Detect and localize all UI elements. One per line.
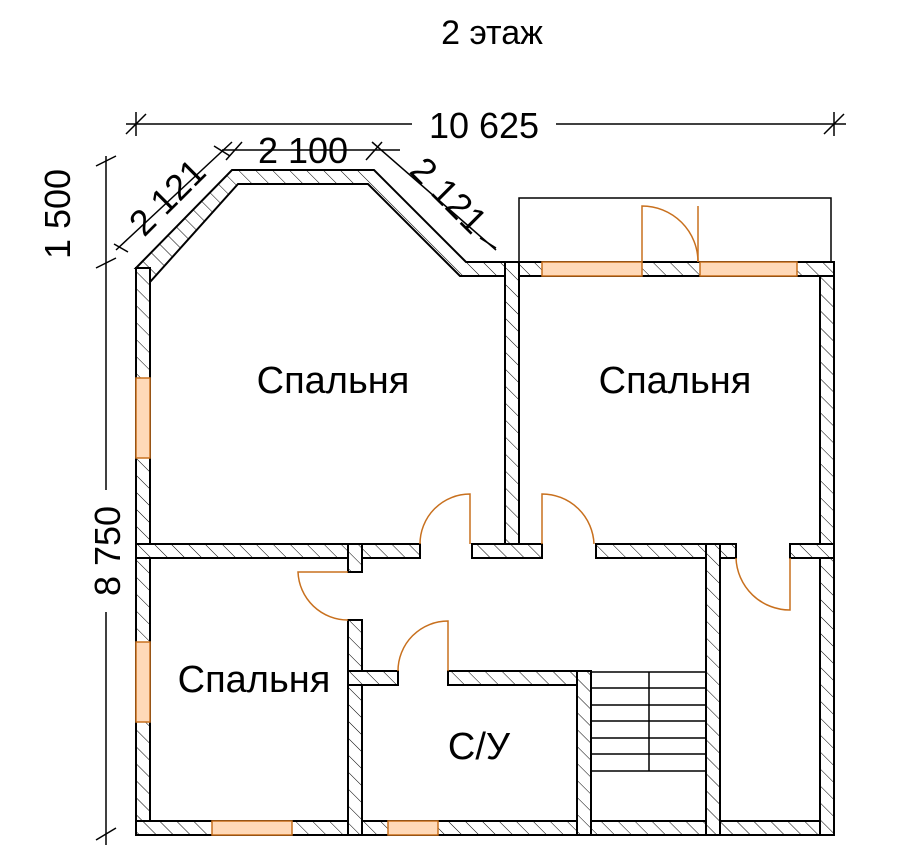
balcony-outline [518,197,832,263]
room-label-bedroom-3: Спальня [178,659,331,701]
dim-bay-side-left: 2 121 [121,151,214,244]
interior-walls [135,261,835,836]
dim-total-depth: 8 750 [87,506,128,596]
dim-bay-depth: 1 500 [37,169,78,259]
room-label-bedroom-2: Спальня [599,360,752,402]
windows [135,261,798,836]
room-label-bedroom-1: Спальня [257,360,410,402]
dim-total-width: 10 625 [429,105,539,146]
staircase [591,671,706,772]
dim-bay-front: 2 100 [258,130,348,171]
doors [297,205,791,672]
plan-title: 2 этаж [441,14,543,52]
dimension-lines [95,112,846,845]
room-label-bathroom: С/У [448,726,511,768]
